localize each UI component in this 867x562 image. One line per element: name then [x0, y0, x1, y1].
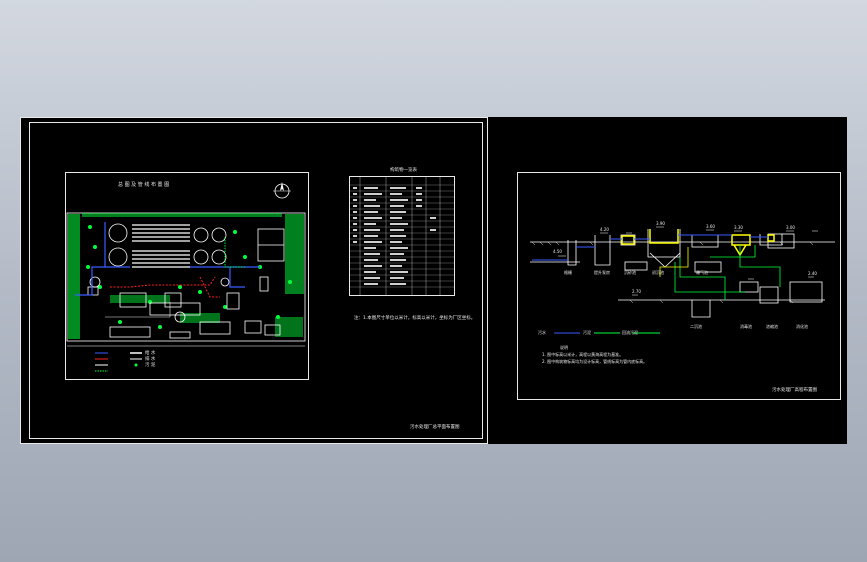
unit-label-1: 格栅 [564, 270, 572, 275]
legend-label-3: 污 泥 [145, 363, 156, 368]
plan-note: 注：1.本图尺寸单位以米计，标高以米计，坐标为厂区坐标。 [354, 316, 476, 321]
elev-label-5: 3.30 [734, 225, 743, 230]
elev-label-8: 2.40 [808, 271, 817, 276]
legend-sludge: 污泥 [583, 330, 591, 335]
unit-label-9: 消化池 [796, 324, 808, 329]
left-title-block: 污水处理厂总平面布置图 [410, 425, 460, 430]
note-2: 2. 图中构筑物标高均为设计标高，管线标高为管内底标高。 [542, 359, 648, 364]
elev-label-6: 3.00 [786, 225, 795, 230]
unit-label-3: 沉砂池 [624, 270, 636, 275]
right-title-block: 污水处理厂高程布置图 [772, 388, 817, 393]
legend-sewage: 污水 [538, 330, 546, 335]
site-plan-frame[interactable] [65, 172, 309, 380]
unit-label-2: 提升泵房 [594, 270, 610, 275]
elev-label-7: 2.70 [632, 289, 641, 294]
elev-label-3: 3.90 [656, 221, 665, 226]
cad-viewport[interactable]: 总 图 及 管 线 布 置 图 [20, 117, 847, 444]
notes-title: 说明 [560, 345, 568, 350]
elevation-profile-drawing [530, 226, 835, 334]
legend-label-2: 排 水 [145, 357, 156, 362]
table-title: 构筑物一览表 [390, 168, 417, 173]
note-1: 1. 图中标高以米计，高程以黄海高程为基准。 [542, 352, 624, 357]
unit-label-5: 曝气池 [696, 270, 708, 275]
structure-table[interactable] [349, 176, 455, 296]
elev-label-4: 3.60 [706, 224, 715, 229]
left-sheet-frame [20, 117, 488, 444]
unit-label-7: 消毒池 [740, 324, 752, 329]
elev-label-2: 4.20 [600, 227, 609, 232]
elev-label-1: 4.50 [553, 249, 562, 254]
north-arrow-icon [272, 181, 292, 201]
unit-label-6: 二沉池 [690, 324, 702, 329]
site-plan-title: 总 图 及 管 线 布 置 图 [118, 182, 170, 188]
legend-return-sludge: 回流污泥 [622, 330, 638, 335]
left-sheet-inner-border [29, 122, 483, 439]
right-sheet-frame [517, 172, 841, 400]
unit-label-4: 初沉池 [652, 270, 664, 275]
unit-label-8: 浓缩池 [766, 324, 778, 329]
legend-label-1: 给 水 [145, 351, 156, 356]
site-plan-drawing [66, 212, 306, 372]
